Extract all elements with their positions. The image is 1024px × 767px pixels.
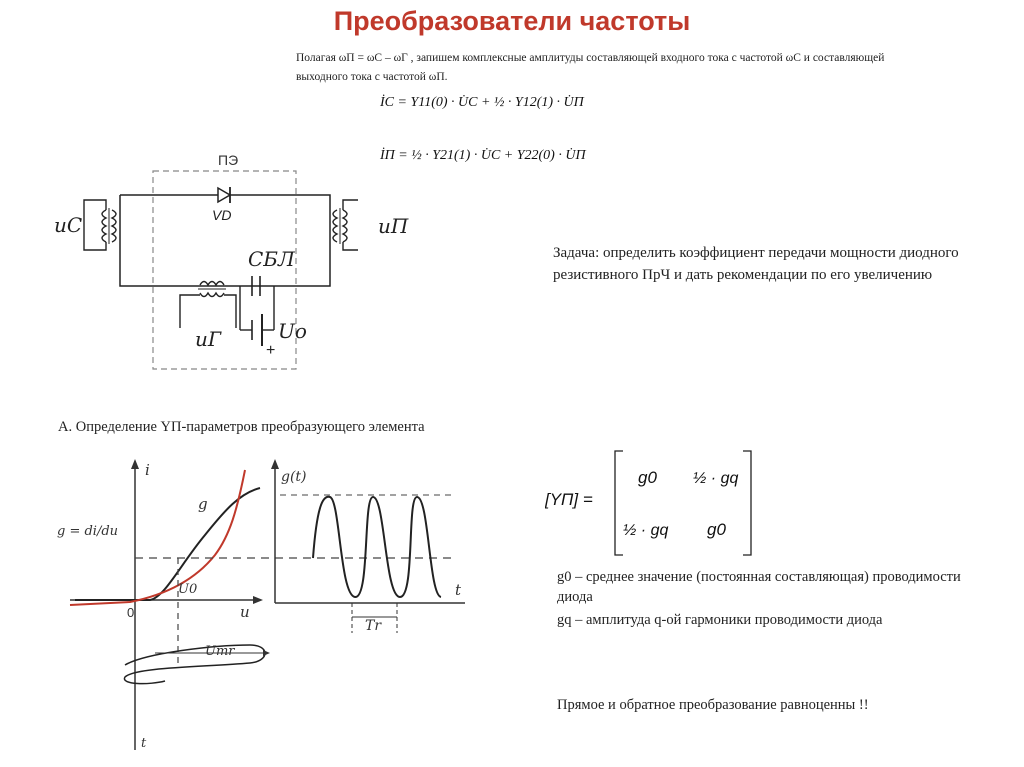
pe-label: ПЭ	[218, 152, 238, 168]
ug-label: uГ	[195, 327, 222, 351]
intro-line-1: Полагая ωП = ωС – ωГ , запишем комплексн…	[296, 52, 885, 64]
matrix-half-gq-bottom: ½ · gq	[623, 522, 668, 539]
u-label: u	[240, 603, 250, 621]
gdu-label: g = di/du	[57, 524, 118, 539]
current-curve	[75, 487, 261, 601]
conclusion-text: Прямое и обратное преобразование равноце…	[557, 697, 869, 713]
heterodyne-transformer	[199, 280, 225, 287]
slide-title: Преобразователи частоты	[333, 6, 691, 36]
uc-label: uC	[54, 213, 82, 237]
diode-icon	[217, 186, 232, 204]
g-label: g	[198, 495, 208, 513]
umr-label: Umr	[205, 644, 235, 659]
gq-description: gq – амплитуда q-ой гармоники проводимос…	[557, 612, 883, 628]
vd-label: VD	[212, 207, 231, 223]
formula-ip: İП = ½ · Y21(1) · U̇C + Y22(0) · U̇П	[380, 148, 586, 163]
uo-label: Uo	[278, 319, 307, 343]
intro-text: Полагая ωП = ωС – ωГ , запишем комплексн…	[296, 49, 1024, 87]
input-transformer-secondary	[110, 209, 117, 243]
pe-box	[152, 170, 297, 370]
tr-label: Tr	[365, 618, 382, 634]
matrix-g0-bottom: g0	[707, 520, 726, 539]
intro-line-2: выходного тока с частотой ωП.	[296, 71, 448, 83]
gt-label: g(t)	[281, 469, 307, 485]
output-transformer-secondary	[341, 209, 348, 243]
voltage-curve	[123, 644, 266, 685]
task-text: Задача: определить коэффициент передачи …	[553, 245, 959, 283]
cbl-label: CБЛ	[248, 247, 296, 271]
plus-label: +	[266, 342, 275, 359]
t2-label: t	[455, 581, 462, 599]
g0-description: g0 – среднее значение (постоянная состав…	[557, 569, 961, 605]
formula-ic: İC = Y11(0) · U̇C + ½ · Y12(1) · U̇П	[380, 95, 584, 110]
section-a-heading: А. Определение YП-параметров преобразующ…	[58, 419, 425, 435]
i-label: i	[145, 461, 150, 479]
conductance-waveform	[312, 495, 442, 599]
matrix-lhs: [YП] =	[545, 490, 593, 509]
y-matrix: [YП] = g0 ½ · gq ½ · gq g0	[544, 445, 760, 565]
circuit-diagram: ПЭ VD uC uГ CБЛ + Uo	[54, 152, 358, 370]
diode-graphs: i 0 u g = di/du g U0 t Umr g(t) t Tr	[57, 459, 465, 751]
input-transformer-primary	[101, 209, 108, 243]
origin-label: 0	[127, 605, 134, 620]
conductance-curve	[69, 469, 246, 606]
t-label: t	[141, 736, 147, 751]
main-loop	[119, 194, 331, 287]
u0-label: U0	[178, 582, 197, 597]
matrix-half-gq-top: ½ · gq	[693, 470, 738, 487]
output-transformer-primary	[332, 209, 339, 243]
matrix-g0-top: g0	[638, 468, 657, 487]
up-label: uП	[378, 214, 409, 238]
